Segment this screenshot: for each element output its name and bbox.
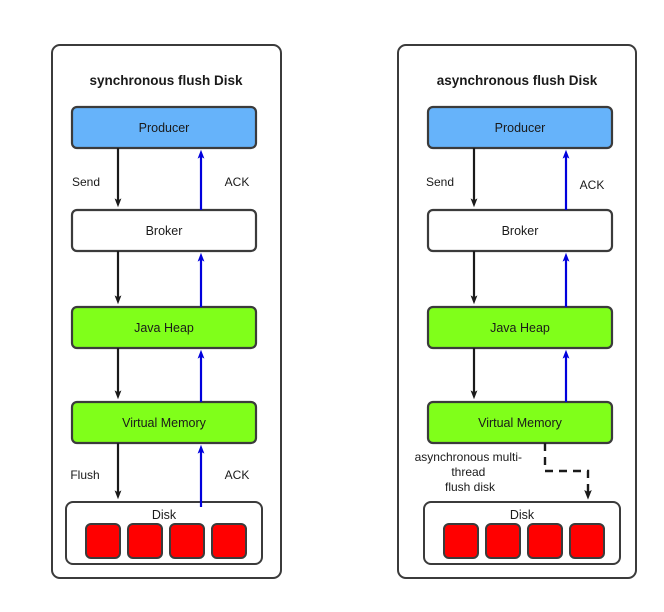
node-virtual-memory-sync[interactable] — [70, 400, 258, 445]
node-broker-async-label: Broker — [502, 224, 539, 238]
edge-ack-broker-producer-sync-label: ACK — [225, 175, 250, 189]
edge-send-sync-label: Send — [72, 175, 100, 189]
node-producer-sync[interactable] — [70, 105, 258, 150]
node-producer-async-label: Producer — [495, 121, 546, 135]
disk-block-sync-4 — [211, 523, 247, 559]
edge-ack-disk-vm-sync-label: ACK — [225, 468, 250, 482]
edge-async-flush-line-2: thread — [451, 465, 485, 479]
edge-ack-broker-producer-async-label: ACK — [580, 178, 605, 192]
edge-async-flush-label: asynchronous multi- thread flush disk — [415, 450, 526, 494]
node-broker-sync-label: Broker — [146, 224, 183, 238]
node-java-heap-async[interactable] — [426, 305, 614, 350]
disk-block-async-2 — [485, 523, 521, 559]
disk-block-sync-3 — [169, 523, 205, 559]
node-disk-sync-label: Disk — [152, 508, 177, 522]
node-disk-async-label: Disk — [510, 508, 535, 522]
node-producer-async[interactable] — [426, 105, 614, 150]
edge-async-flush-line-3: flush disk — [445, 480, 496, 494]
node-java-heap-sync[interactable] — [70, 305, 258, 350]
node-java-heap-sync-label: Java Heap — [134, 321, 194, 335]
panel-asynchronous: asynchronous flush Disk Producer Broker … — [397, 44, 637, 579]
node-broker-async[interactable] — [426, 208, 614, 253]
panel-synchronous-title: synchronous flush Disk — [89, 73, 243, 88]
disk-block-async-1 — [443, 523, 479, 559]
edge-send-async-label: Send — [426, 175, 454, 189]
disk-block-async-4 — [569, 523, 605, 559]
panel-synchronous: synchronous flush Disk Producer Broker J… — [51, 44, 282, 579]
disk-block-sync-2 — [127, 523, 163, 559]
node-virtual-memory-async[interactable] — [426, 400, 614, 445]
disk-block-sync-1 — [85, 523, 121, 559]
panel-asynchronous-title: asynchronous flush Disk — [437, 73, 598, 88]
edge-flush-sync-label: Flush — [70, 468, 99, 482]
node-virtual-memory-sync-label: Virtual Memory — [122, 416, 207, 430]
node-virtual-memory-async-label: Virtual Memory — [478, 416, 563, 430]
edge-async-flush-dashed — [543, 443, 592, 500]
edge-async-flush-line-1: asynchronous multi- — [415, 450, 522, 464]
node-java-heap-async-label: Java Heap — [490, 321, 550, 335]
node-producer-sync-label: Producer — [139, 121, 190, 135]
node-broker-sync[interactable] — [70, 208, 258, 253]
disk-block-async-3 — [527, 523, 563, 559]
